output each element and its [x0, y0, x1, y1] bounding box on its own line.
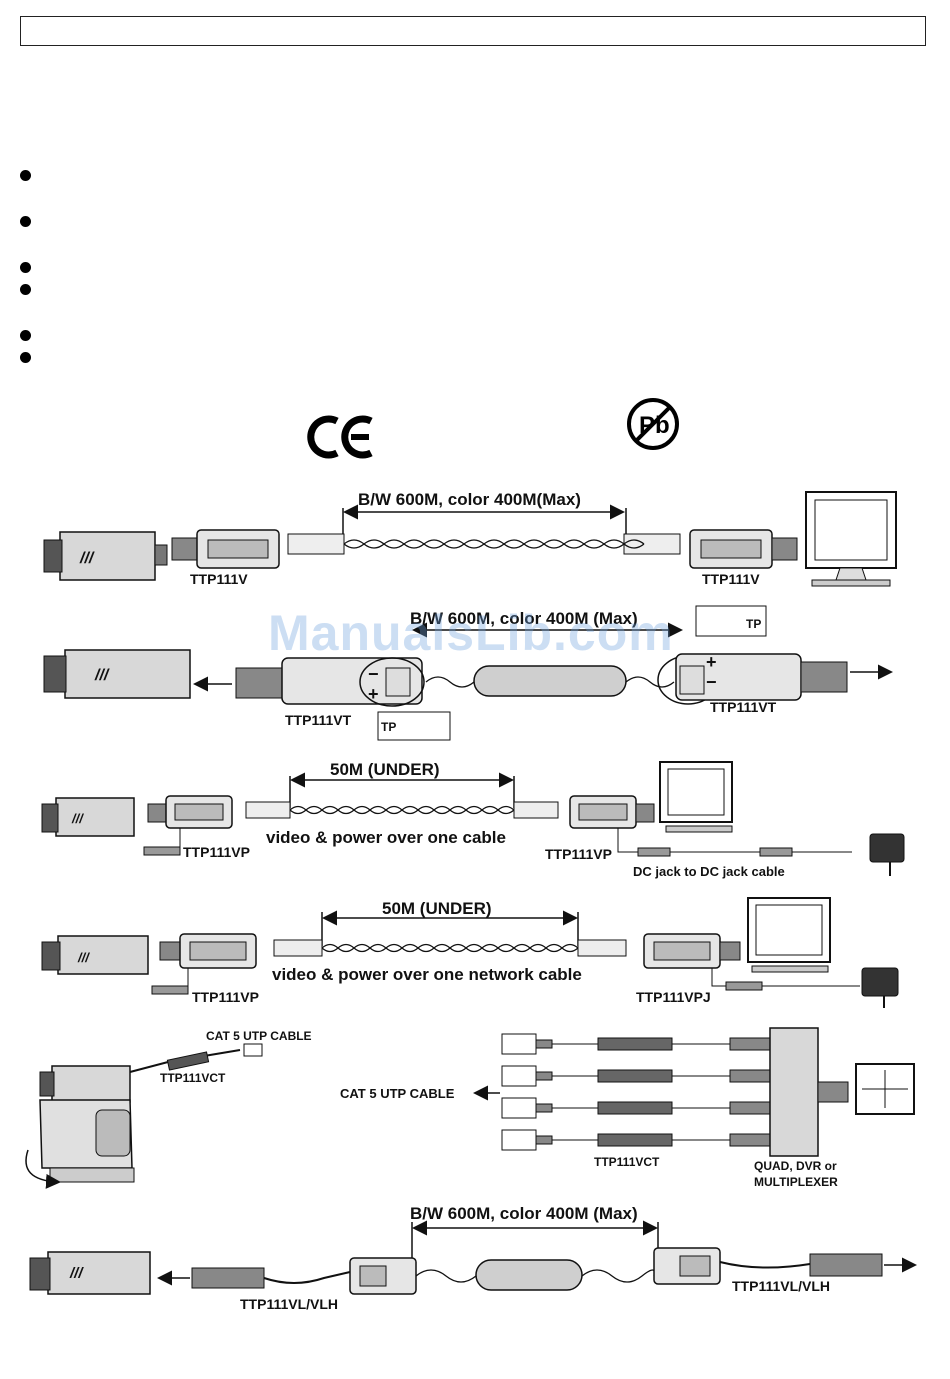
ptz-camera-icon [25, 1065, 135, 1189]
svg-text:−: − [706, 672, 717, 692]
monitor-icon [747, 897, 831, 973]
svg-text:TP: TP [746, 617, 761, 631]
monitor-icon [855, 1063, 915, 1115]
caption: video & power over one network cable [272, 965, 582, 984]
camera-icon: /// [43, 649, 191, 699]
unit-label-mid: TTP111VCT [594, 1155, 660, 1169]
bullet-item [20, 262, 34, 276]
diagram-5: CAT 5 UTP CABLE TTP111VCT CAT 5 UTP CABL… [25, 1027, 915, 1189]
bullet-item [20, 330, 34, 344]
cable-label-left: CAT 5 UTP CABLE [206, 1029, 312, 1043]
distance-label: B/W 600M, color 400M (Max) [410, 1204, 638, 1223]
unit-label-right: TTP111VT [710, 699, 777, 715]
vct-balun-array [501, 1033, 771, 1151]
unit-label-right: TTP111VPJ [636, 989, 711, 1005]
unit-label-right: TTP111VP [545, 846, 612, 862]
quad-label-2: MULTIPLEXER [754, 1175, 838, 1189]
unit-label-right: TTP111V [702, 571, 760, 587]
svg-text:+: + [368, 684, 379, 704]
caption: video & power over one cable [266, 828, 506, 847]
balun-left [171, 529, 280, 569]
unit-label-right: TTP111VL/VLH [732, 1278, 830, 1294]
power-adapter-icon [861, 967, 899, 1008]
bullet-item [20, 352, 34, 366]
camera-icon: /// [41, 935, 149, 975]
svg-text:TP: TP [381, 720, 396, 734]
distance-label: B/W 600M, color 400M(Max) [358, 490, 581, 509]
bullet-item [20, 284, 34, 298]
diagram-4: 50M (UNDER) /// TTP111VP video & power o… [41, 897, 899, 1008]
svg-text:///: /// [71, 811, 84, 826]
unit-label-left: TTP111VT [285, 712, 352, 728]
unit-label-left: TTP111VL/VLH [240, 1296, 338, 1312]
monitor-icon [659, 761, 733, 833]
header-box [20, 16, 926, 46]
utp-cable [287, 533, 681, 555]
diagram-3: 50M (UNDER) /// TTP111VP video & power o… [41, 760, 905, 879]
cable-note: DC jack to DC jack cable [633, 864, 785, 879]
bullet-item [20, 170, 34, 184]
svg-text:///: /// [79, 550, 95, 567]
svg-text:///: /// [94, 667, 110, 684]
pb-free-icon: Pb [625, 396, 681, 457]
cable-label-mid: CAT 5 UTP CABLE [340, 1086, 455, 1101]
unit-label-left: TTP111V [190, 571, 248, 587]
ce-mark-logo [305, 413, 377, 466]
unit-label-left: TTP111VP [183, 844, 250, 860]
quad-dvr-box [769, 1027, 849, 1157]
camera-icon: /// [43, 531, 168, 581]
diagram-6: B/W 600M, color 400M (Max) /// TTP111VL/… [29, 1204, 917, 1312]
camera-icon: /// [41, 797, 135, 837]
svg-text:///: /// [69, 1265, 84, 1282]
distance-label: 50M (UNDER) [382, 899, 492, 918]
svg-text:−: − [368, 664, 379, 684]
bullet-item [20, 216, 34, 230]
diagram-1: B/W 600M, color 400M(Max) /// TTP111V TT… [43, 490, 897, 587]
camera-icon: /// [29, 1251, 151, 1295]
power-adapter-icon [869, 833, 905, 876]
svg-text:///: /// [77, 950, 90, 965]
unit-label-left: TTP111VCT [160, 1071, 226, 1085]
monitor-icon [805, 491, 897, 587]
svg-text:+: + [706, 652, 717, 672]
balun-right [689, 529, 798, 569]
quad-label-1: QUAD, DVR or [754, 1159, 837, 1173]
distance-label: 50M (UNDER) [330, 760, 440, 779]
diagram-2: B/W 600M, color 400M (Max) /// − + TTP11… [43, 605, 893, 741]
distance-label: B/W 600M, color 400M (Max) [410, 609, 638, 628]
unit-label-left: TTP111VP [192, 989, 259, 1005]
